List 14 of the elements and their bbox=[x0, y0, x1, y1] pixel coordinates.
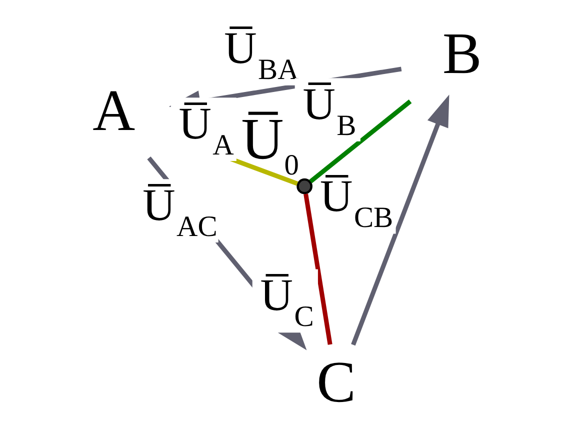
edge-label: U̅$_{C}$ bbox=[260, 270, 314, 333]
arrow bbox=[350, 94, 449, 346]
node-text: B bbox=[442, 21, 482, 86]
edge-label: U̅$_{B}$ bbox=[302, 78, 356, 142]
node-text: C bbox=[316, 349, 356, 414]
edge-label: U̅$_{AC}$ bbox=[142, 180, 217, 243]
node-label: U̅$_{0}$ bbox=[240, 106, 298, 182]
connector bbox=[308, 100, 412, 184]
edge-label: U̅$_{A}$ bbox=[178, 98, 234, 162]
node-text: A bbox=[92, 78, 135, 143]
edge-label: U̅$_{BA}$ bbox=[224, 22, 298, 86]
edge-label: U̅$_{CB}$ bbox=[320, 171, 393, 234]
connector bbox=[303, 194, 332, 345]
node-circle bbox=[296, 178, 312, 194]
